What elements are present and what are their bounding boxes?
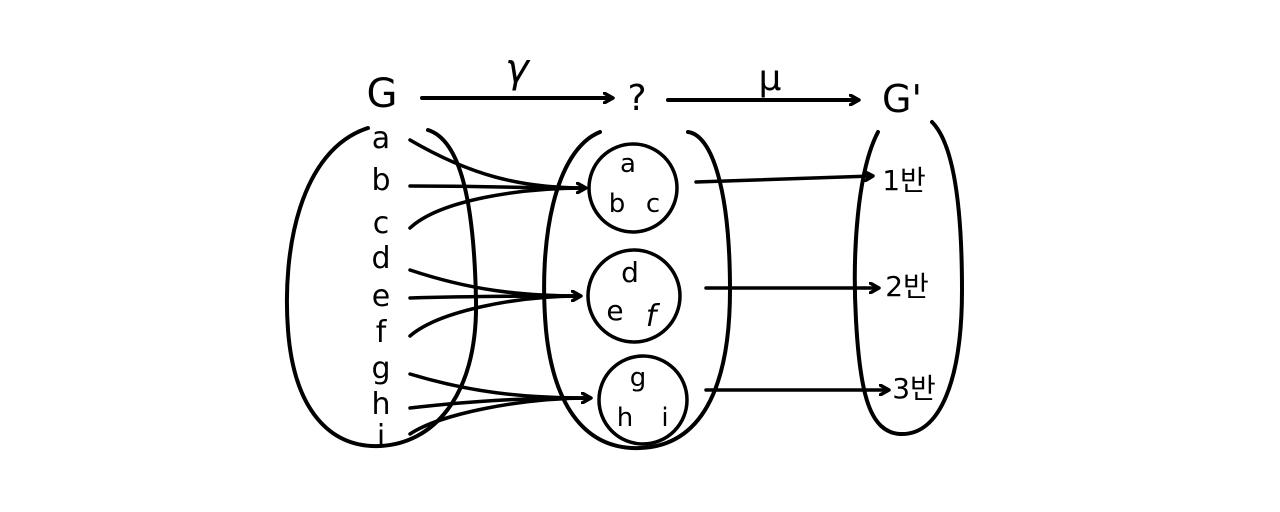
left-element: d: [371, 241, 390, 276]
set-g-prime-ellipse: [852, 120, 964, 437]
mu-label: μ: [759, 58, 782, 99]
group-3-bottom-right: i: [661, 403, 668, 433]
group-3-bottom-left: h: [617, 403, 633, 433]
middle-set-ellipse: [542, 130, 732, 451]
group-circle-1: a b c: [587, 142, 679, 234]
class-label-2: 2반: [885, 270, 929, 303]
left-element: c: [373, 206, 390, 241]
map-arrow-d: [408, 268, 580, 296]
class-label-3: 3반: [892, 372, 936, 405]
class-arrow-1: [694, 176, 872, 184]
left-element: i: [377, 419, 385, 454]
group-1-top: a: [620, 149, 636, 179]
set-g-label: G: [367, 71, 398, 117]
left-element: b: [371, 163, 390, 198]
left-element-list: a b c d e f g h i: [371, 121, 390, 454]
gamma-label: γ: [505, 46, 531, 92]
group-1-bottom-right: c: [646, 189, 660, 219]
group-1-bottom-left: b: [609, 189, 626, 219]
left-element: f: [376, 315, 388, 350]
left-element: h: [371, 387, 390, 422]
group-2-top: d: [621, 256, 639, 289]
left-element: a: [372, 121, 390, 156]
middle-set-label: ?: [627, 78, 646, 119]
group-circle-2: d e f: [586, 248, 682, 344]
map-arrow-i: [408, 396, 592, 436]
group-3-top: g: [630, 363, 647, 393]
left-element: e: [372, 279, 390, 314]
map-arrow-c: [408, 186, 587, 230]
group-2-bottom-left: e: [606, 294, 623, 327]
set-g-prime-label: G': [882, 77, 922, 121]
class-label-1: 1반: [882, 164, 926, 197]
left-element: g: [371, 351, 390, 386]
set-g-ellipse: [284, 126, 479, 449]
map-arrow-f: [408, 294, 582, 338]
group-circle-3: g h i: [597, 354, 689, 446]
group-2-bottom-right: f: [646, 299, 661, 334]
